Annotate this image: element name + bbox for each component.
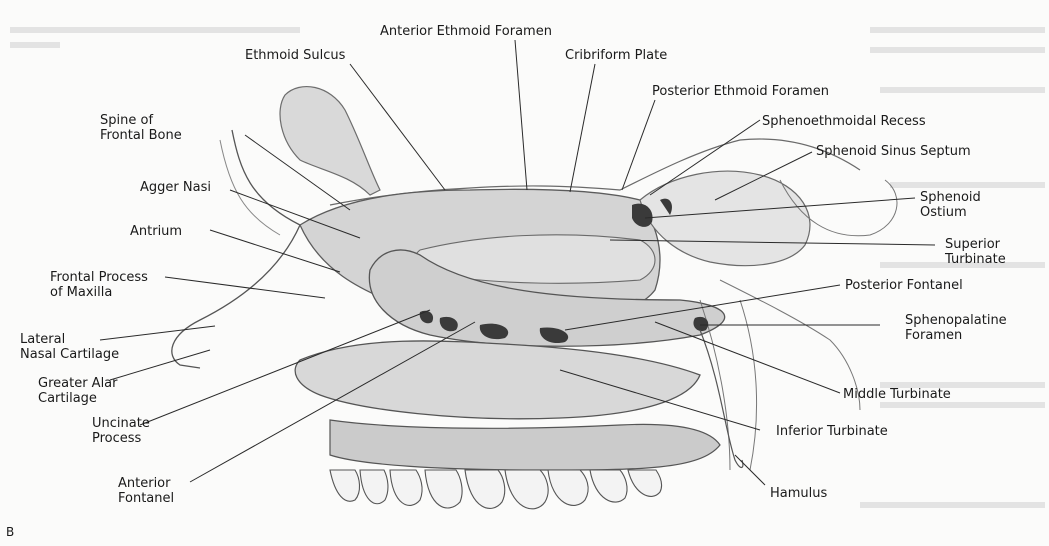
label-middle-turbinate: Middle Turbinate [843,387,951,402]
panel-letter: B [6,525,14,539]
label-ethmoid-sulcus: Ethmoid Sulcus [245,48,345,63]
label-hamulus: Hamulus [770,486,827,501]
label-greater-alar-cartilage: Greater Alar Cartilage [38,376,118,406]
label-superior-turbinate: Superior Turbinate [945,237,1006,267]
label-posterior-ethmoid-foramen: Posterior Ethmoid Foramen [652,84,829,99]
inferior-turbinate-shape [295,341,700,419]
teeth [330,470,662,509]
label-cribriform-plate: Cribriform Plate [565,48,667,63]
label-lateral-nasal-cartilage: Lateral Nasal Cartilage [20,332,119,362]
label-sphenoid-ostium: Sphenoid Ostium [920,190,981,220]
label-spine-of-frontal-bone: Spine of Frontal Bone [100,113,182,143]
sphenoid-sinus [640,171,810,265]
label-posterior-fontanel: Posterior Fontanel [845,278,963,293]
label-anterior-ethmoid-foramen: Anterior Ethmoid Foramen [380,24,552,39]
label-uncinate-process: Uncinate Process [92,416,150,446]
label-antrium: Antrium [130,224,182,239]
label-agger-nasi: Agger Nasi [140,180,211,195]
label-sphenoid-sinus-septum: Sphenoid Sinus Septum [816,144,971,159]
label-sphenoethmoidal-recess: Sphenoethmoidal Recess [762,114,926,129]
hard-palate [330,420,720,470]
external-nose-contour [172,130,300,368]
label-anterior-fontanel: Anterior Fontanel [118,476,174,506]
frontal-sinus [280,87,380,195]
label-sphenopalatine-foramen: Sphenopalatine Foramen [905,313,1007,343]
label-frontal-process-of-maxilla: Frontal Process of Maxilla [50,270,148,300]
label-inferior-turbinate: Inferior Turbinate [776,424,888,439]
